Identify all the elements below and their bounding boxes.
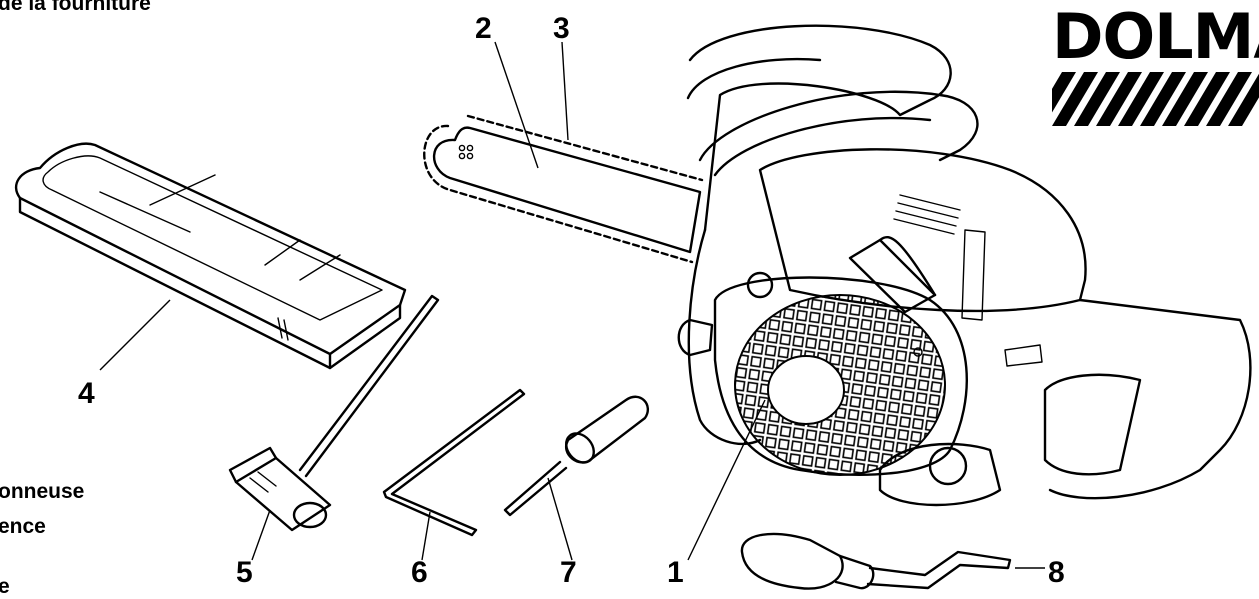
guide-bar-drawing bbox=[423, 41, 704, 264]
bar-guard-drawing bbox=[14, 142, 407, 371]
callout-7: 7 bbox=[560, 556, 577, 589]
side-text-line2: ence bbox=[0, 515, 46, 538]
hex-key-drawing bbox=[382, 388, 526, 561]
spark-plug-wrench-drawing bbox=[228, 294, 440, 561]
callout-8: 8 bbox=[1048, 556, 1065, 589]
callout-5: 5 bbox=[236, 556, 253, 589]
logo-stripes bbox=[1052, 72, 1259, 126]
callout-6: 6 bbox=[411, 556, 428, 589]
chainsaw-drawing bbox=[677, 24, 1252, 561]
adjustment-tool-drawing bbox=[740, 532, 1045, 590]
callout-4: 4 bbox=[78, 377, 95, 410]
side-text-line3: e bbox=[0, 575, 10, 598]
callout-2: 2 bbox=[475, 12, 492, 45]
callout-3: 3 bbox=[553, 12, 570, 45]
side-text-line1: onneuse bbox=[0, 480, 85, 503]
screwdriver-drawing bbox=[503, 395, 649, 561]
brand-logo-text: DOLMA bbox=[1052, 0, 1259, 73]
caption-fragment: de la fourniture bbox=[0, 0, 151, 15]
callout-1: 1 bbox=[667, 556, 684, 589]
